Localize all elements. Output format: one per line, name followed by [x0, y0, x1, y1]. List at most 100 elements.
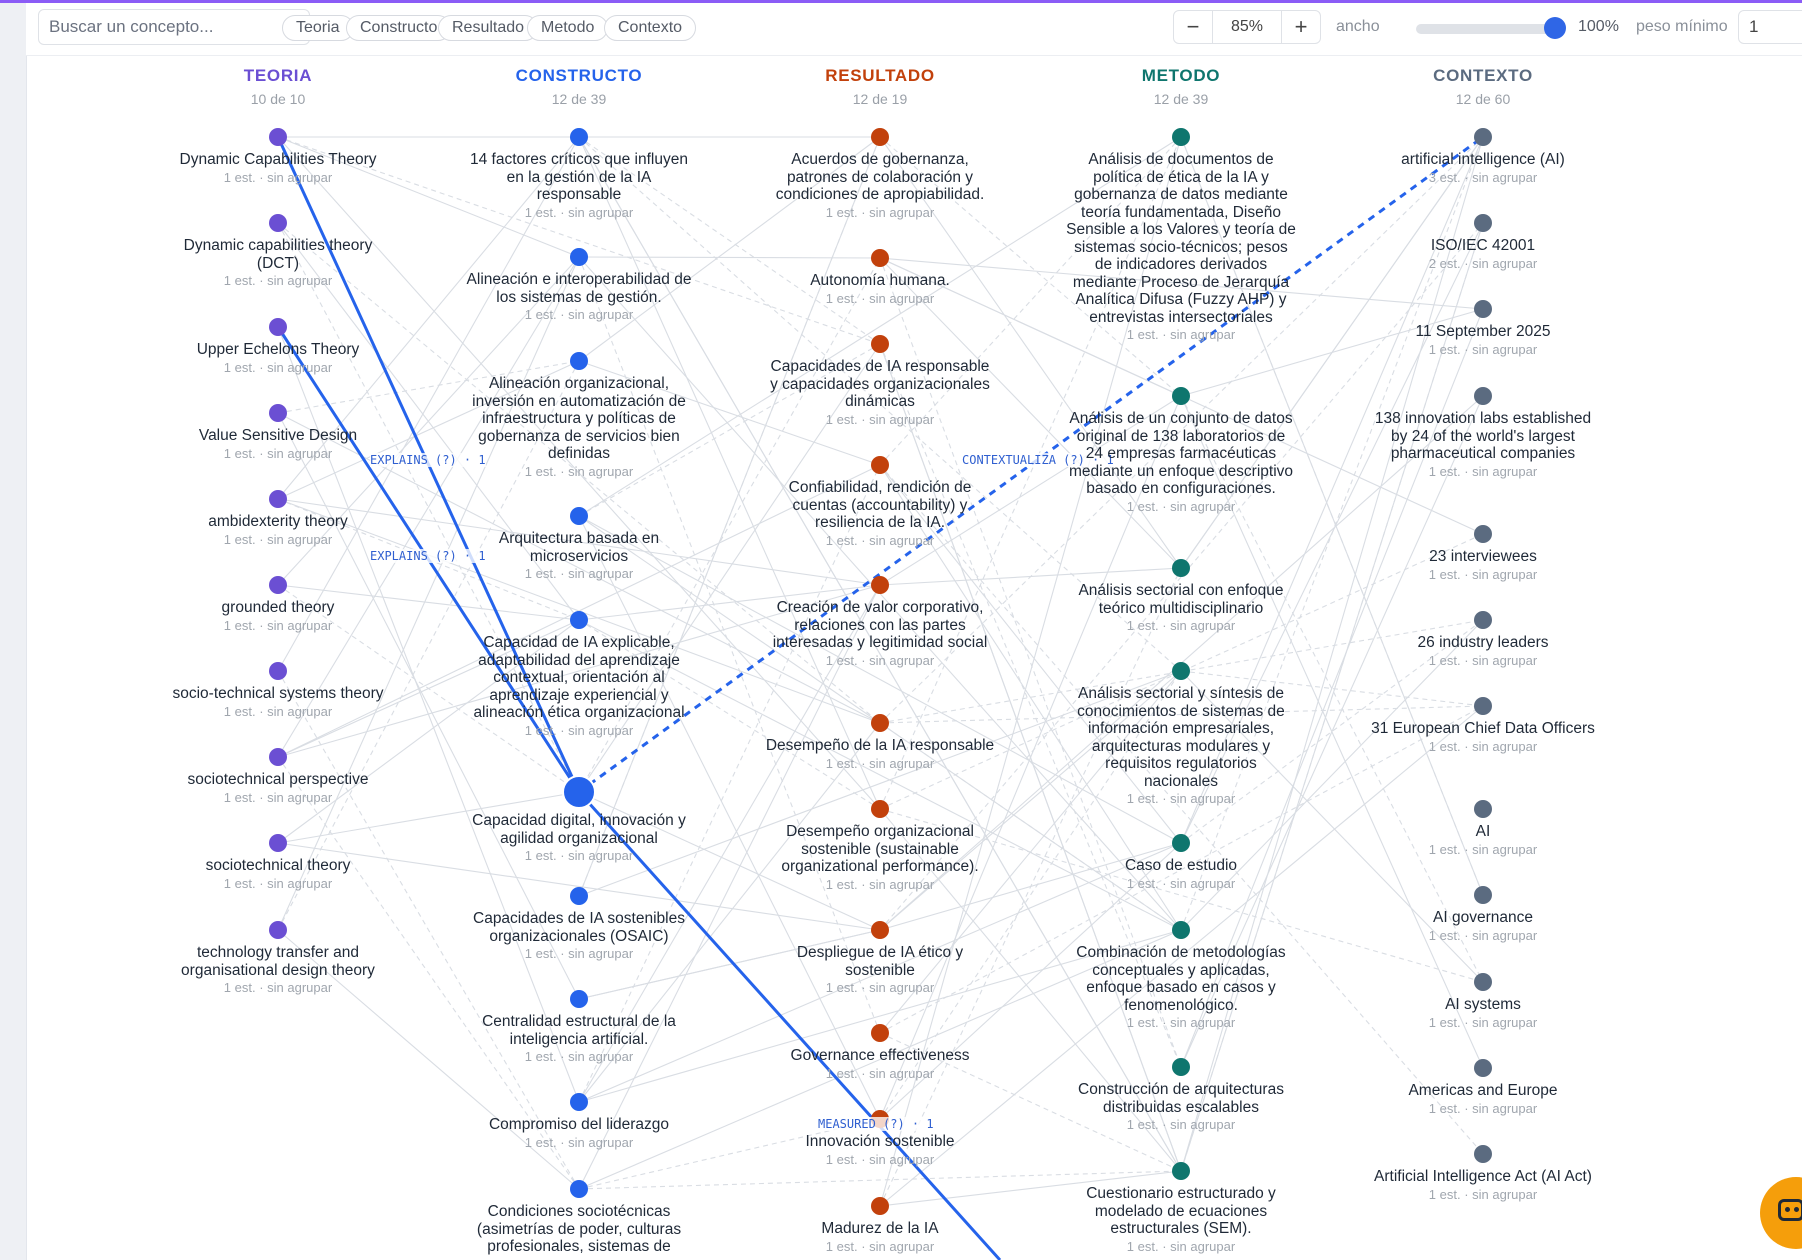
node-dot-teoria[interactable] — [269, 576, 287, 594]
node-label-metodo[interactable]: Análisis sectorial con enfoque teórico m… — [1078, 582, 1284, 617]
node-label-constructo[interactable]: Alineación organizacional, inversión en … — [472, 375, 686, 462]
node-label-contexto[interactable]: Americas and Europe — [1408, 1082, 1558, 1099]
node-dot-contexto[interactable] — [1474, 611, 1492, 629]
zoom-out-button[interactable]: − — [1173, 10, 1213, 44]
node-dot-resultado[interactable] — [871, 249, 889, 267]
node-label-teoria[interactable]: Dynamic capabilities theory (DCT) — [183, 237, 373, 272]
node-dot-teoria[interactable] — [269, 662, 287, 680]
node-dot-metodo[interactable] — [1172, 662, 1190, 680]
node-label-metodo[interactable]: Caso de estudio — [1124, 857, 1238, 874]
filter-chip-constructo[interactable]: Constructo — [346, 15, 452, 41]
node-dot-resultado[interactable] — [871, 576, 889, 594]
node-dot-metodo[interactable] — [1172, 921, 1190, 939]
node-label-resultado[interactable]: Confiabilidad, rendición de cuentas (acc… — [788, 479, 972, 531]
node-label-teoria[interactable]: ambidexterity theory — [208, 513, 348, 530]
node-dot-teoria[interactable] — [269, 404, 287, 422]
node-dot-metodo[interactable] — [1172, 1162, 1190, 1180]
node-dot-constructo[interactable] — [570, 1180, 588, 1198]
node-dot-contexto[interactable] — [1474, 973, 1492, 991]
filter-chip-contexto[interactable]: Contexto — [604, 15, 697, 41]
node-dot-resultado[interactable] — [871, 128, 889, 146]
node-label-metodo[interactable]: Construcción de arquitecturas distribuid… — [1078, 1081, 1284, 1116]
node-label-metodo[interactable]: Combinación de metodologías conceptuales… — [1076, 944, 1286, 1014]
node-dot-contexto[interactable] — [1474, 214, 1492, 232]
node-label-contexto[interactable]: 23 interviewees — [1429, 548, 1537, 565]
node-dot-contexto[interactable] — [1474, 800, 1492, 818]
node-dot-teoria[interactable] — [269, 214, 287, 232]
node-label-resultado[interactable]: Desempeño de la IA responsable — [765, 737, 995, 754]
node-label-contexto[interactable]: Artificial Intelligence Act (AI Act) — [1374, 1168, 1592, 1185]
node-dot-resultado[interactable] — [871, 1197, 889, 1215]
node-label-resultado[interactable]: Capacidades de IA responsable y capacida… — [770, 358, 990, 410]
width-slider-thumb[interactable] — [1544, 17, 1566, 39]
zoom-in-button[interactable]: + — [1281, 10, 1321, 44]
node-dot-teoria[interactable] — [269, 490, 287, 508]
node-dot-resultado[interactable] — [871, 921, 889, 939]
node-dot-metodo[interactable] — [1172, 387, 1190, 405]
node-label-resultado[interactable]: Desempeño organizacional sostenible (sus… — [781, 823, 979, 875]
width-slider[interactable] — [1416, 24, 1554, 34]
node-label-teoria[interactable]: grounded theory — [221, 599, 335, 616]
node-label-contexto[interactable]: AI systems — [1445, 996, 1521, 1013]
node-label-teoria[interactable]: Dynamic Capabilities Theory — [179, 151, 377, 168]
node-dot-resultado[interactable] — [871, 456, 889, 474]
node-dot-constructo[interactable] — [570, 352, 588, 370]
node-dot-teoria[interactable] — [269, 748, 287, 766]
node-dot-contexto[interactable] — [1474, 128, 1492, 146]
search-input[interactable] — [38, 9, 310, 45]
filter-chip-teoria[interactable]: Teoria — [282, 15, 354, 41]
node-label-teoria[interactable]: Upper Echelons Theory — [196, 341, 360, 358]
node-label-metodo[interactable]: Cuestionario estructurado y modelado de … — [1086, 1185, 1276, 1237]
node-dot-teoria[interactable] — [269, 318, 287, 336]
node-label-contexto[interactable]: 31 European Chief Data Officers — [1371, 720, 1595, 737]
node-label-contexto[interactable]: 26 industry leaders — [1417, 634, 1549, 651]
node-dot-constructo[interactable] — [570, 248, 588, 266]
node-dot-constructo[interactable] — [570, 887, 588, 905]
node-dot-teoria[interactable] — [269, 834, 287, 852]
node-dot-contexto[interactable] — [1474, 697, 1492, 715]
node-label-resultado[interactable]: Governance effectiveness — [790, 1047, 970, 1064]
node-label-teoria[interactable]: socio-technical systems theory — [172, 685, 384, 702]
node-dot-metodo[interactable] — [1172, 1058, 1190, 1076]
node-label-resultado[interactable]: Madurez de la IA — [821, 1220, 939, 1237]
min-weight-input[interactable]: 1 — [1738, 10, 1802, 44]
node-dot-contexto[interactable] — [1474, 1145, 1492, 1163]
node-label-metodo[interactable]: Análisis de documentos de política de ét… — [1066, 151, 1296, 326]
node-label-metodo[interactable]: Análisis de un conjunto de datos origina… — [1068, 410, 1294, 497]
node-dot-metodo[interactable] — [1172, 834, 1190, 852]
node-label-constructo[interactable]: Arquitectura basada en microservicios — [498, 530, 660, 565]
node-label-constructo[interactable]: Capacidad de IA explicable, adaptabilida… — [473, 634, 685, 721]
node-label-resultado[interactable]: Innovación sostenible — [805, 1133, 955, 1150]
node-label-constructo[interactable]: Capacidades de IA sostenibles organizaci… — [473, 910, 685, 945]
node-dot-constructo[interactable] — [570, 128, 588, 146]
node-dot-contexto[interactable] — [1474, 300, 1492, 318]
node-label-contexto[interactable]: 138 innovation labs established by 24 of… — [1374, 410, 1592, 462]
node-dot-teoria[interactable] — [269, 128, 287, 146]
node-dot-contexto[interactable] — [1474, 387, 1492, 405]
node-label-teoria[interactable]: technology transfer and organisational d… — [181, 944, 375, 979]
node-label-contexto[interactable]: artificial intelligence (AI) — [1401, 151, 1565, 168]
highlighted-edge[interactable] — [577, 790, 1002, 1260]
node-dot-constructo[interactable] — [570, 507, 588, 525]
node-label-contexto[interactable]: 11 September 2025 — [1415, 323, 1551, 340]
node-label-metodo[interactable]: Análisis sectorial y síntesis de conocim… — [1077, 685, 1285, 790]
node-dot-constructo[interactable] — [570, 611, 588, 629]
node-dot-resultado[interactable] — [871, 714, 889, 732]
node-dot-teoria[interactable] — [269, 921, 287, 939]
node-dot-contexto[interactable] — [1474, 886, 1492, 904]
node-label-constructo[interactable]: Alineación e interoperabilidad de los si… — [466, 271, 692, 306]
node-label-teoria[interactable]: sociotechnical theory — [205, 857, 351, 874]
node-dot-resultado[interactable] — [871, 1024, 889, 1042]
node-dot-contexto[interactable] — [1474, 1059, 1492, 1077]
highlighted-edge[interactable] — [578, 135, 1484, 794]
node-label-resultado[interactable]: Acuerdos de gobernanza, patrones de cola… — [775, 151, 985, 203]
node-label-constructo[interactable]: Compromiso del liderazgo — [488, 1116, 670, 1133]
node-label-resultado[interactable]: Despliegue de IA ético y sostenible — [796, 944, 964, 979]
node-label-teoria[interactable]: Value Sensitive Design — [198, 427, 358, 444]
node-dot-constructo[interactable] — [570, 990, 588, 1008]
node-label-resultado[interactable]: Autonomía humana. — [810, 272, 950, 289]
node-label-constructo[interactable]: Capacidad digital, innovación y agilidad… — [472, 812, 686, 847]
filter-chip-resultado[interactable]: Resultado — [438, 15, 539, 41]
node-label-contexto[interactable]: AI governance — [1433, 909, 1533, 926]
node-dot-resultado[interactable] — [871, 800, 889, 818]
